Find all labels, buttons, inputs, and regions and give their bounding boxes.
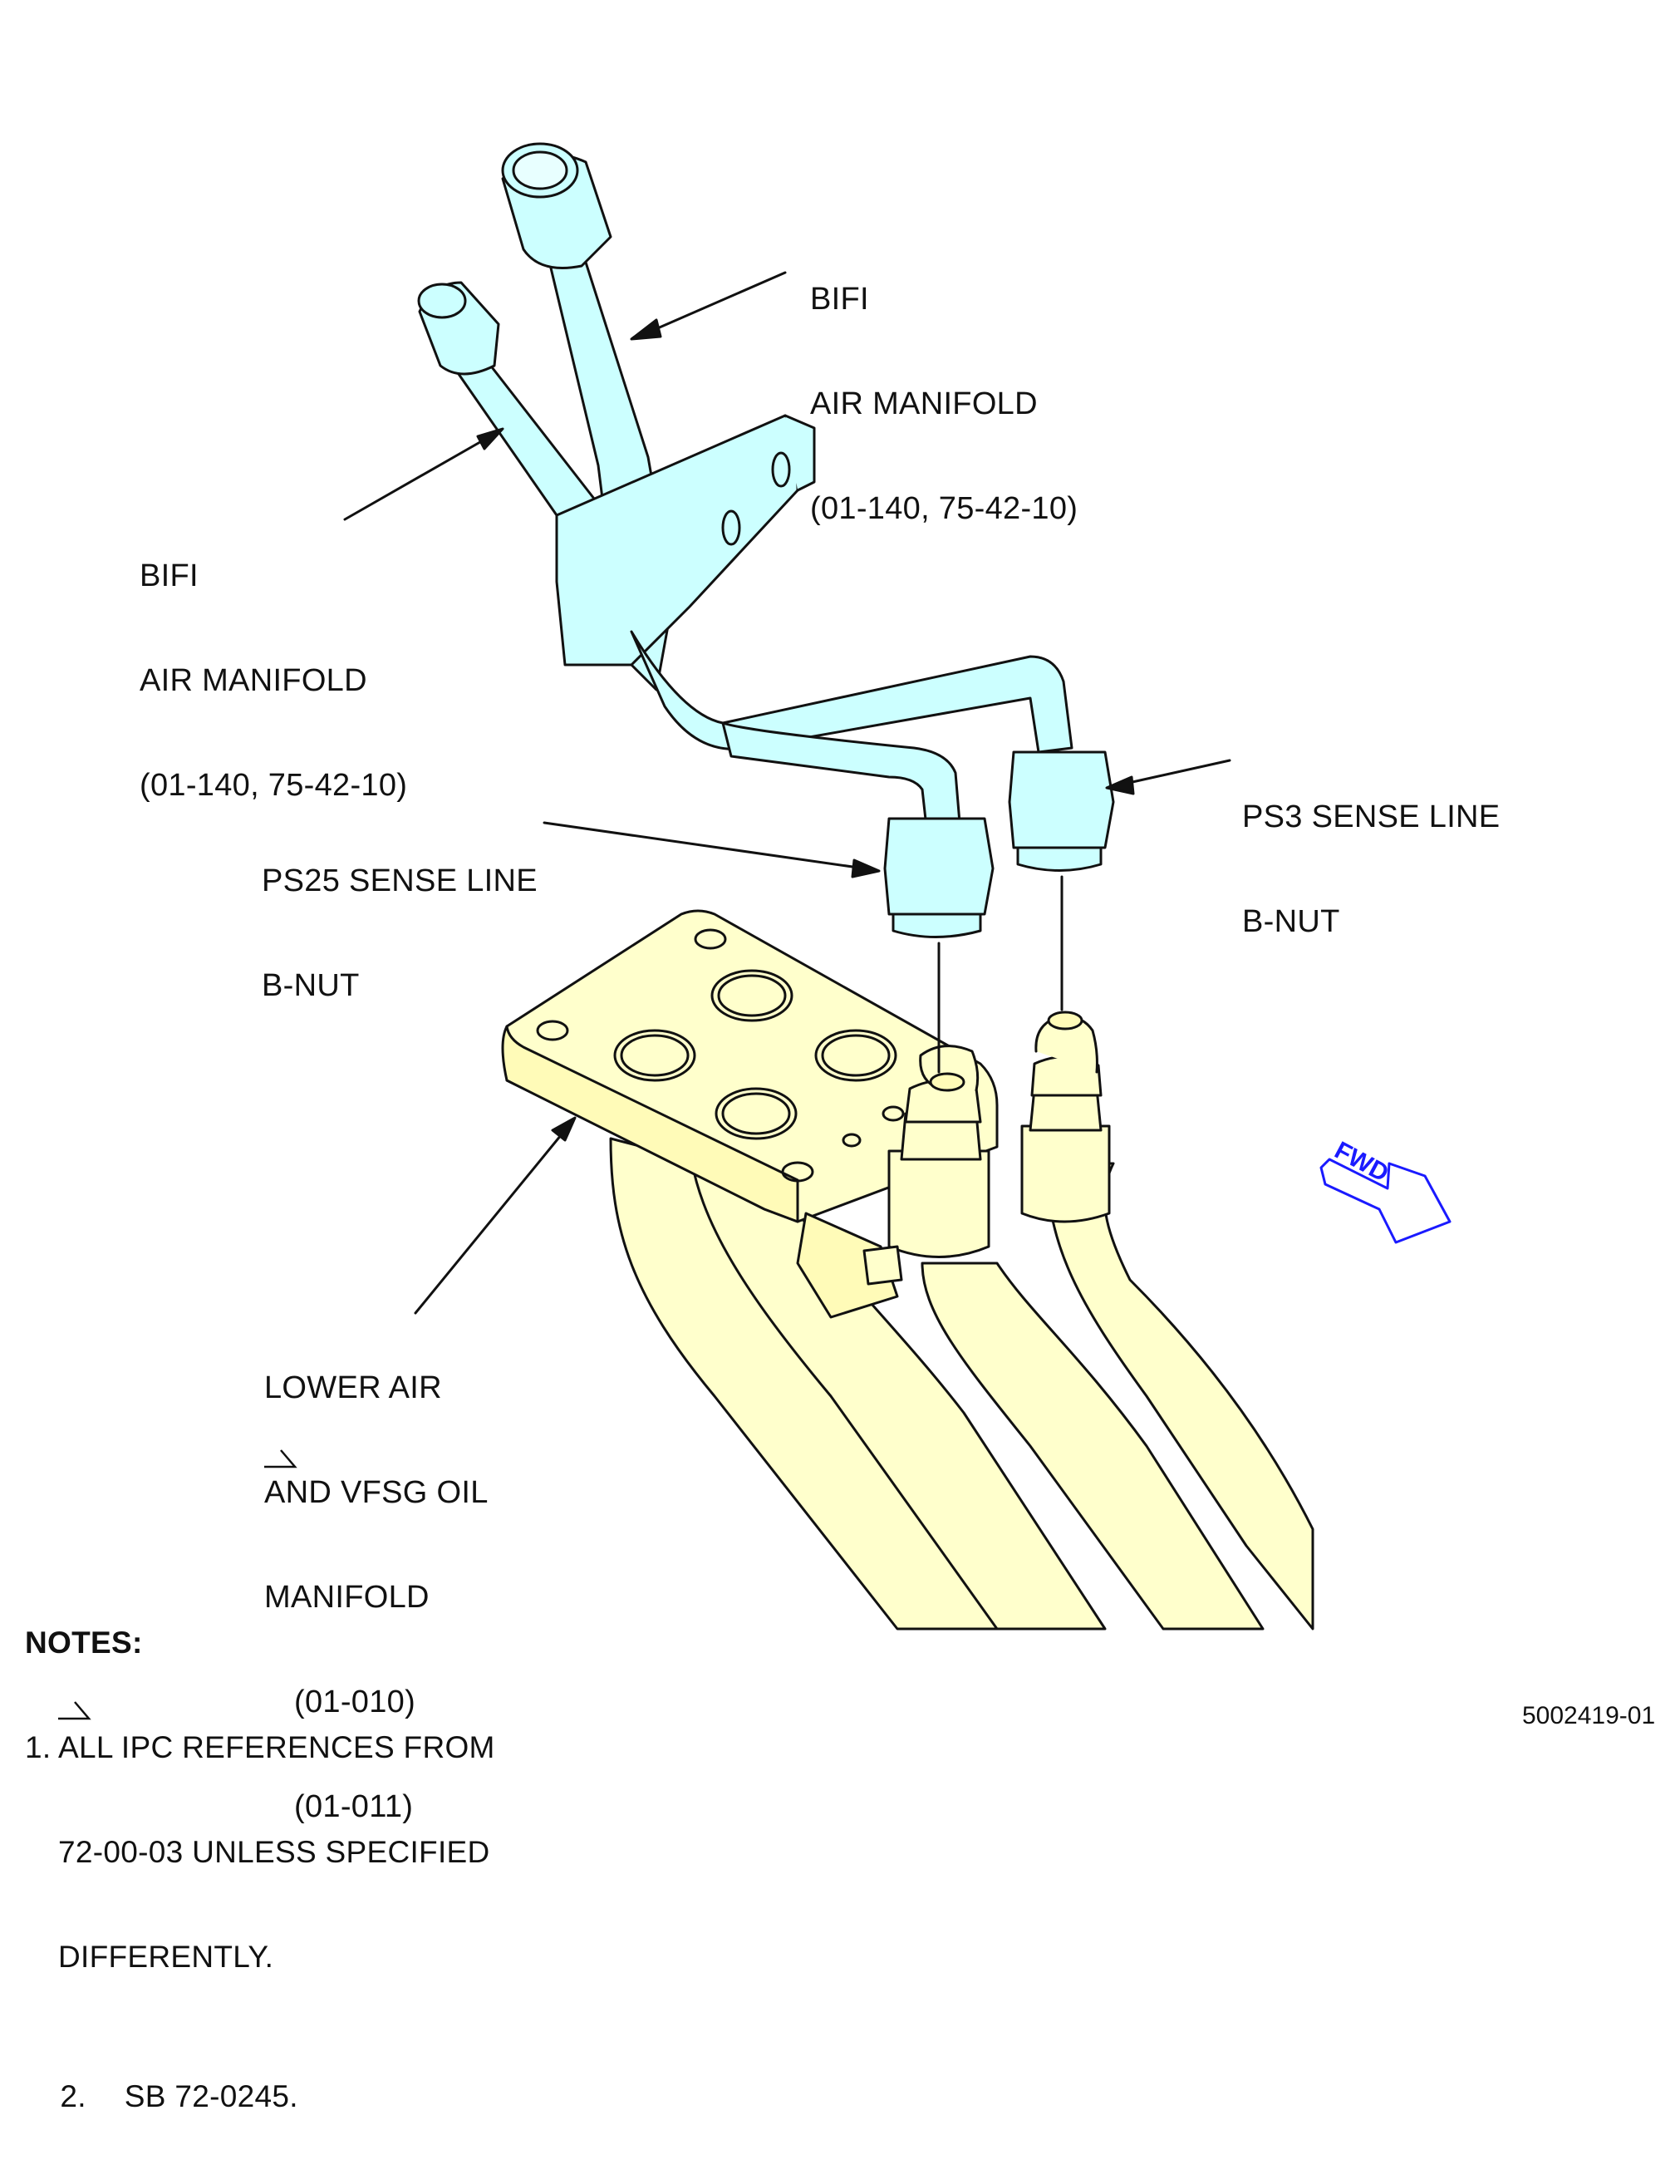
note-1-line3: DIFFERENTLY. — [58, 1940, 274, 1974]
ps3-line2: B-NUT — [1242, 904, 1340, 939]
fwd-arrow: FWD — [1319, 1137, 1452, 1244]
note-2: 2. SB 72-0245. — [25, 2044, 495, 2149]
ps3-label: PS3 SENSE LINE B-NUT — [1242, 730, 1500, 974]
diagram-canvas: FWD — [58, 142, 1452, 1720]
ps25-line1: PS25 SENSE LINE — [262, 863, 538, 898]
lower-manifold-label: LOWER AIR AND VFSG OIL MANIFOLD (01-010)… — [264, 1301, 489, 1859]
lower-manifold-line4: (01-010) — [294, 1685, 416, 1719]
upper-bifi-line1: BIFI — [810, 282, 869, 317]
lower-manifold-line1: LOWER AIR — [264, 1370, 442, 1405]
ps25-line2: B-NUT — [262, 968, 360, 1003]
note-2-text: SB 72-0245. — [124, 2079, 298, 2113]
leader-lines — [343, 271, 1231, 1315]
note-1-line1: 1. ALL IPC REFERENCES FROM — [25, 1730, 495, 1764]
lower-manifold — [501, 909, 1314, 1631]
upper-bifi-label: BIFI AIR MANIFOLD (01-140, 75-42-10) — [810, 212, 1078, 561]
notes-title: NOTES: — [25, 1626, 143, 1660]
sb-flag-icon — [58, 1449, 297, 1720]
figure-number: 5002419-01 — [1522, 1702, 1656, 1729]
bifi-air-manifold — [417, 142, 1115, 938]
notes-block: NOTES: 1. ALL IPC REFERENCES FROM 72-00-… — [25, 1556, 495, 2184]
ps25-label: PS25 SENSE LINE B-NUT — [262, 794, 538, 1038]
lower-manifold-line3: MANIFOLD — [264, 1580, 430, 1615]
left-bifi-line1: BIFI — [140, 558, 199, 593]
note-1-line2: 72-00-03 UNLESS SPECIFIED — [58, 1835, 490, 1869]
upper-bifi-line2: AIR MANIFOLD — [810, 386, 1038, 421]
upper-bifi-line3: (01-140, 75-42-10) — [810, 491, 1078, 526]
left-bifi-line2: AIR MANIFOLD — [140, 663, 367, 698]
left-bifi-label: BIFI AIR MANIFOLD (01-140, 75-42-10) — [140, 489, 407, 838]
ps3-line1: PS3 SENSE LINE — [1242, 799, 1501, 834]
lower-manifold-line2: AND VFSG OIL — [264, 1475, 489, 1510]
note-2-number: 2. — [60, 2079, 86, 2113]
left-bifi-line3: (01-140, 75-42-10) — [140, 768, 408, 803]
